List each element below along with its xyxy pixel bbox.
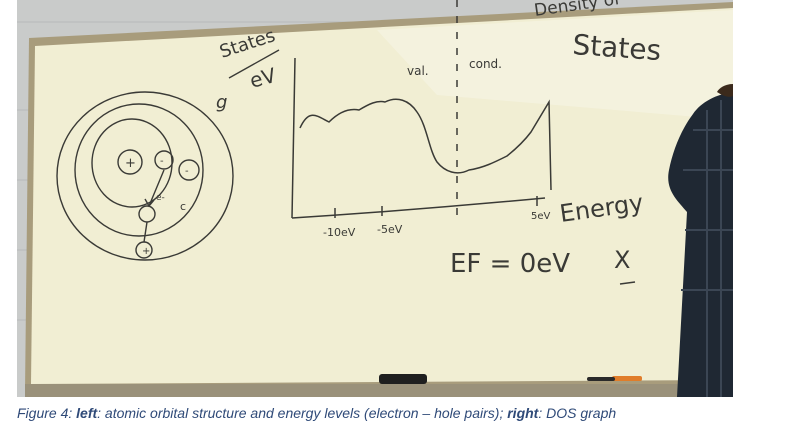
whiteboard-photo: + - - c e- + States eV g val. cond. -10e… [17, 0, 733, 397]
person-plaid-lines [681, 100, 733, 397]
transition-arrow-2 [143, 221, 148, 243]
atom-orbit-middle [74, 103, 204, 237]
tick-label-minus10: -10eV [323, 226, 356, 239]
fermi-level-label: EF = 0eV [450, 249, 570, 279]
y-axis-symbol: g [216, 92, 227, 113]
caption-right-word: right [507, 405, 539, 421]
hole-charge-label: + [142, 246, 150, 257]
region-conduction-label: cond. [469, 57, 502, 71]
atom-nucleus [117, 149, 143, 175]
atom-orbit-outer [56, 91, 234, 261]
marker-dark [587, 377, 615, 381]
extra-dash-mark [619, 281, 636, 285]
caption-left-text: : atomic orbital structure and energy le… [97, 405, 508, 421]
person-hair [717, 84, 733, 97]
x-axis [291, 197, 546, 219]
board-title-states: States [572, 28, 663, 67]
marker-orange [612, 376, 642, 381]
atom-nucleus-label: + [125, 156, 136, 171]
electron-circle-outer [178, 159, 200, 181]
marker-tray [25, 384, 733, 397]
eraser [379, 374, 427, 384]
extra-x-mark: X [614, 246, 630, 274]
region-valence-label: val. [407, 64, 429, 78]
caption-left-word: left [76, 405, 98, 421]
atom-diagram [56, 91, 234, 261]
dos-curve [299, 98, 552, 191]
board-glare [377, 10, 733, 120]
tick-label-plus5: 5eV [531, 211, 551, 222]
y-unit-fraction-bar [228, 49, 280, 79]
hole-label: c [180, 200, 186, 213]
caption-right-text: : DOS graph [538, 405, 617, 421]
dos-graph [291, 57, 552, 219]
electron-charge-label-outer: - [185, 166, 189, 177]
y-axis [291, 57, 296, 219]
person-silhouette [668, 92, 733, 397]
transition-arrow [144, 169, 165, 208]
electron-charge-label: - [160, 156, 164, 167]
electron-label: e- [156, 193, 165, 203]
figure-caption: Figure 4: left: atomic orbital structure… [17, 405, 616, 421]
caption-prefix: Figure 4: [17, 405, 77, 421]
tick-label-minus5: -5eV [377, 223, 403, 236]
electron-circle [154, 150, 174, 170]
board-surface [31, 8, 733, 384]
